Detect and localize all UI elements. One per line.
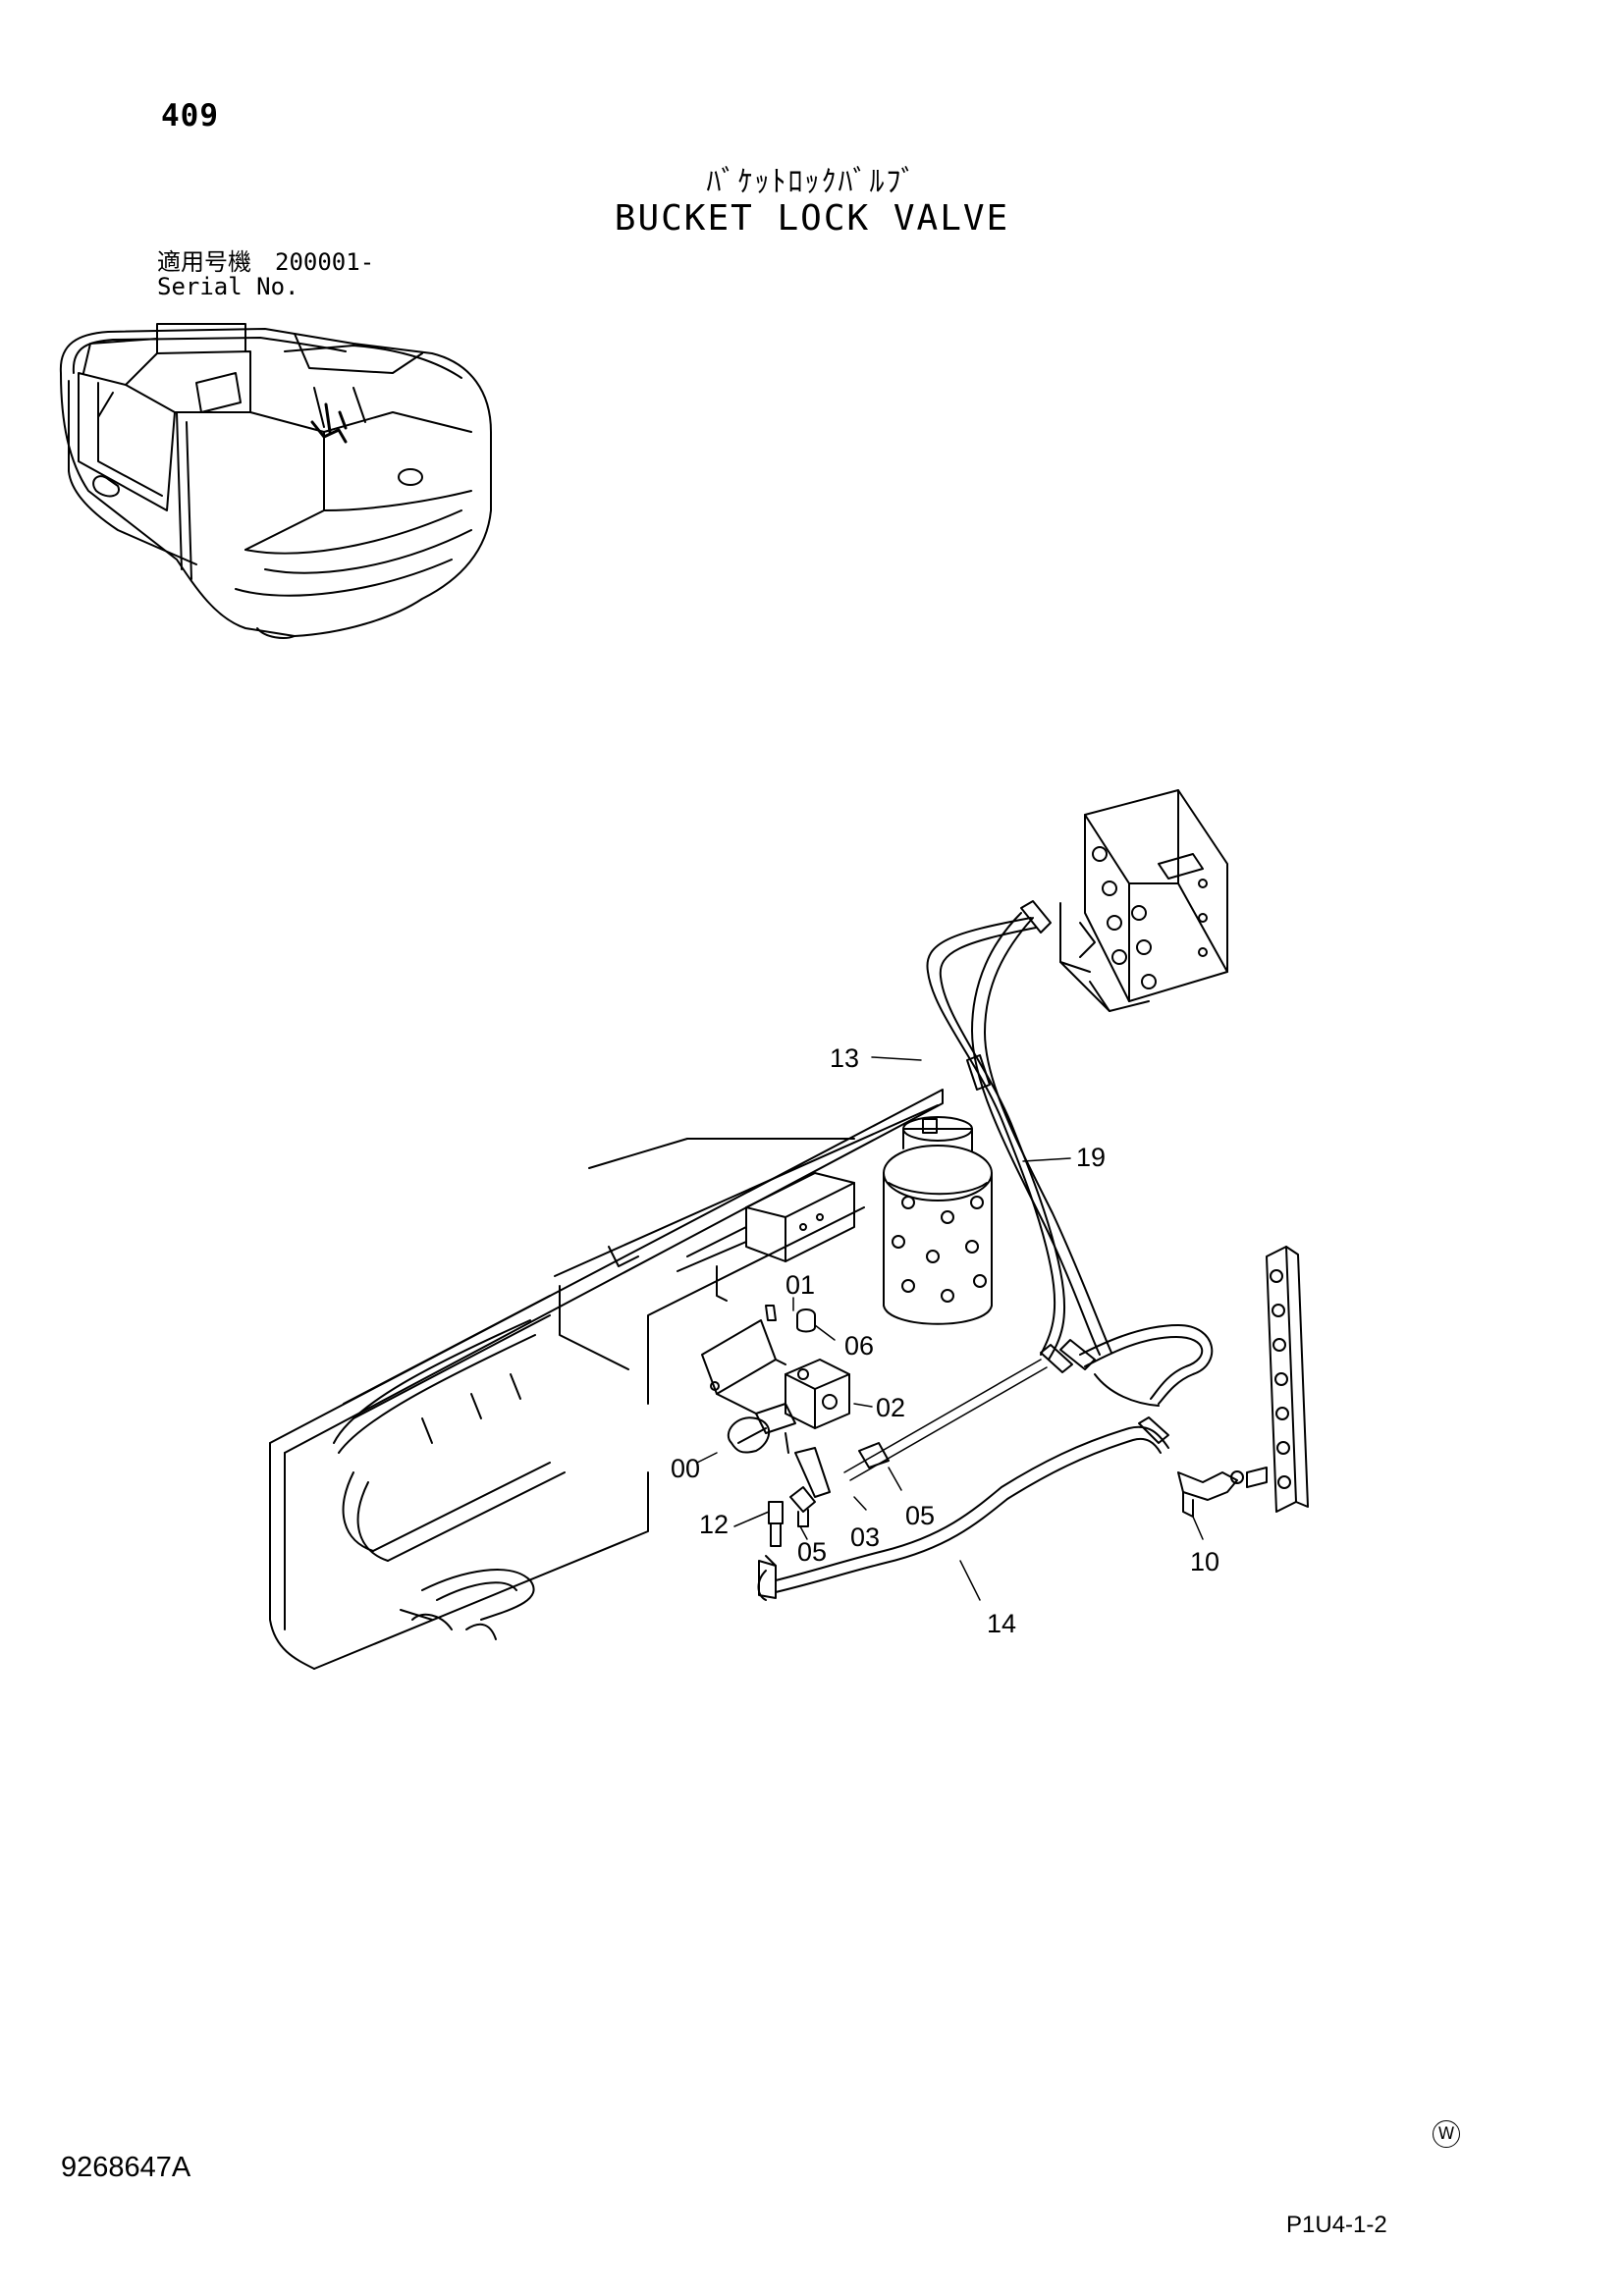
center-joint bbox=[883, 1116, 993, 1325]
callout-01: 01 bbox=[785, 1270, 815, 1300]
callout-labels: 13 19 01 06 02 00 12 05 03 05 14 10 bbox=[671, 1043, 1219, 1638]
mounting-bracket bbox=[677, 1172, 855, 1302]
page-code: P1U4-1-2 bbox=[1286, 2212, 1387, 2238]
upper-frame bbox=[269, 1089, 944, 1670]
manifold-block bbox=[1246, 1246, 1309, 1513]
thumbnail-highlight bbox=[310, 402, 348, 444]
callout-10: 10 bbox=[1190, 1547, 1219, 1576]
control-valve bbox=[1059, 789, 1228, 1012]
callout-12: 12 bbox=[699, 1510, 729, 1539]
callout-03: 03 bbox=[850, 1522, 880, 1552]
callout-19: 19 bbox=[1076, 1143, 1106, 1172]
hose-loop bbox=[1040, 1324, 1214, 1407]
bucket-lock-valve-assembly bbox=[701, 1305, 890, 1498]
applicable-label: 適用号機 bbox=[157, 248, 251, 276]
hose-13 bbox=[926, 900, 1066, 1361]
fitting-05-lower bbox=[789, 1486, 816, 1527]
document-number: 9268647A bbox=[61, 2152, 191, 2183]
callout-13: 13 bbox=[830, 1043, 859, 1073]
callout-14: 14 bbox=[987, 1609, 1016, 1638]
callout-05-right: 05 bbox=[905, 1501, 935, 1530]
callout-05-lower: 05 bbox=[797, 1537, 827, 1567]
fitting-12 bbox=[765, 1501, 784, 1567]
callout-00: 00 bbox=[671, 1454, 700, 1483]
page-number: 409 bbox=[161, 98, 219, 133]
callout-06: 06 bbox=[844, 1331, 874, 1361]
hose-14 bbox=[757, 1416, 1169, 1601]
hose-19 bbox=[966, 912, 1112, 1356]
serial-info: 適用号機 200001- Serial No. bbox=[157, 250, 374, 299]
serial-label: Serial No. bbox=[157, 273, 299, 300]
serial-range: 200001- bbox=[275, 248, 375, 276]
w-circle-mark: W bbox=[1433, 2120, 1460, 2148]
pilot-line bbox=[843, 1359, 1048, 1481]
tee-fitting-10 bbox=[1177, 1470, 1244, 1518]
applicable-serial-line: 適用号機 200001- bbox=[157, 250, 374, 275]
leader-lines bbox=[696, 1056, 1204, 1601]
title-english: BUCKET LOCK VALVE bbox=[614, 198, 1010, 239]
callout-02: 02 bbox=[876, 1393, 905, 1422]
title-japanese: ﾊﾞｹｯﾄﾛｯｸﾊﾞﾙﾌﾞ bbox=[706, 165, 918, 199]
excavator-overview-thumbnail bbox=[59, 323, 492, 639]
